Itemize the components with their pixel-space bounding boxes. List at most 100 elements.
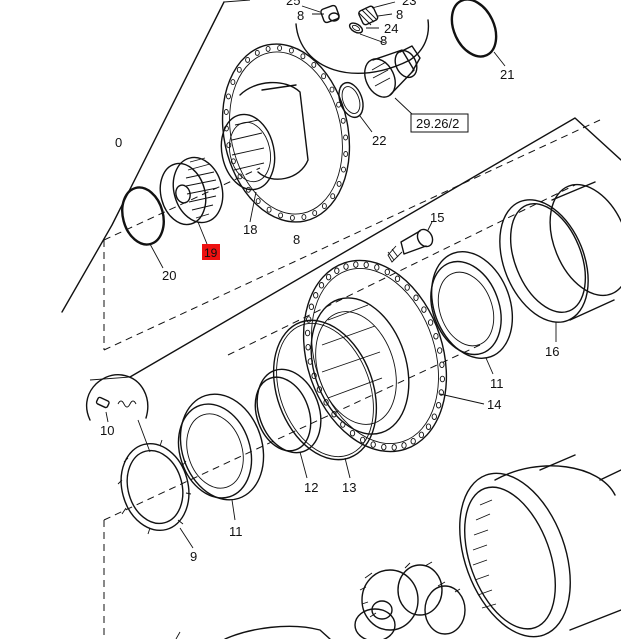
label-part-0: 0: [115, 135, 122, 150]
label-part-16: 16: [545, 344, 559, 359]
bolt-hole: [306, 316, 312, 323]
bolt-hole: [381, 443, 387, 451]
bolt-hole: [349, 429, 356, 437]
part-11-bearing-upper: [430, 251, 514, 375]
bolt-hole: [439, 375, 446, 383]
bolt-hole: [421, 306, 427, 313]
bolt-hole: [418, 431, 425, 439]
label-part-10: 10: [100, 423, 114, 438]
bolt-hole: [313, 292, 319, 299]
bolt-hole: [329, 86, 335, 93]
bolt-hole: [330, 193, 336, 200]
bolt-hole: [245, 56, 251, 63]
bolt-hole: [300, 53, 306, 60]
part-25-plug: [320, 4, 340, 24]
bolt-hole: [394, 275, 401, 283]
bolt-hole: [360, 436, 366, 444]
highlight-marker-19: [202, 244, 220, 260]
bolt-hole: [433, 332, 439, 340]
callout-labels: 0 8 8 8 8 25 23 24 21 22 29.26/2 18 19 2…: [100, 0, 559, 564]
part-9-nut-ring: [117, 439, 194, 549]
bolt-hole: [318, 282, 325, 289]
bolt-hole: [384, 268, 390, 276]
bolt-hole: [301, 214, 307, 221]
label-part-20: 20: [162, 268, 176, 283]
part-24-seal-ring: [348, 22, 364, 34]
bolt-hole: [311, 61, 317, 68]
bolt-hole: [305, 343, 311, 351]
label-part-23: 23: [402, 0, 416, 8]
bolt-hole: [278, 212, 284, 219]
bolt-hole: [427, 319, 434, 326]
label-part-8-lower: 8: [380, 33, 387, 48]
label-part-8-top: 8: [297, 8, 304, 23]
bolt-hole: [255, 198, 261, 205]
bolt-hole: [374, 264, 380, 271]
part-20-retaining-ring: [121, 186, 165, 269]
section-outlines: [61, 0, 621, 639]
bolt-hole: [439, 361, 445, 369]
label-part-13: 13: [342, 480, 356, 495]
part-15-bolt: [387, 221, 434, 263]
bolt-hole: [340, 117, 346, 124]
label-part-21: 21: [500, 67, 514, 82]
part-21-snap-ring: [450, 0, 506, 67]
part-16-outer-ring: [499, 181, 621, 342]
bolt-hole: [343, 263, 349, 270]
label-part-9: 9: [190, 549, 197, 564]
label-part-12: 12: [304, 480, 318, 495]
bolt-hole: [343, 151, 349, 157]
bolt-hole: [325, 273, 332, 281]
bolt-hole: [334, 267, 340, 275]
reference-box: [410, 113, 469, 133]
part-26-pinion-shaft: [364, 45, 421, 116]
cluster-gear-stack: [354, 561, 466, 639]
bolt-hole: [289, 214, 295, 221]
bolt-hole: [321, 73, 327, 80]
part-11-bearing-lower: [177, 393, 265, 521]
bolt-hole: [266, 206, 272, 213]
label-part-25: 25: [286, 0, 300, 8]
label-part-14: 14: [487, 397, 501, 412]
bolt-hole: [288, 47, 294, 54]
label-part-19[interactable]: 19: [204, 246, 218, 260]
bolt-hole: [265, 45, 271, 52]
bolt-hole: [437, 347, 443, 354]
part-10-pin-detail: [85, 374, 151, 453]
label-part-24: 24: [384, 21, 398, 36]
bolt-hole: [343, 134, 349, 141]
part-19-planet-gear: [159, 156, 224, 245]
bolt-hole: [321, 203, 327, 210]
bolt-hole: [236, 66, 242, 73]
bolt-hole: [431, 413, 437, 420]
bolt-hole: [413, 294, 419, 302]
label-part-8-middle: 8: [293, 232, 300, 247]
bolt-hole: [254, 49, 260, 56]
bolt-hole: [226, 93, 231, 100]
bolt-hole: [410, 437, 416, 445]
bolt-hole: [312, 210, 318, 217]
bolt-hole: [336, 101, 342, 108]
label-ref-29-26-2[interactable]: 29.26/2: [416, 116, 459, 131]
label-part-8-right: 8: [396, 7, 403, 22]
bolt-hole: [308, 303, 315, 311]
bolt-hole: [370, 441, 376, 448]
bolt-hole: [353, 261, 359, 268]
bolt-hole: [435, 401, 442, 409]
bolt-hole: [391, 444, 397, 451]
bolt-hole: [230, 79, 236, 86]
bolt-hole: [425, 423, 432, 430]
bottom-gear-assemblies: [175, 454, 621, 639]
bolt-hole: [277, 45, 283, 52]
bolt-hole: [341, 166, 346, 173]
bolt-hole: [304, 329, 311, 337]
bolt-hole: [223, 109, 229, 115]
label-part-15: 15: [430, 210, 444, 225]
carrier-bolt-holes: [304, 261, 446, 451]
label-part-11-upper: 11: [490, 376, 504, 391]
bolt-hole: [226, 142, 232, 149]
bolt-hole: [401, 442, 407, 449]
label-part-11-lower: 11: [229, 524, 243, 539]
